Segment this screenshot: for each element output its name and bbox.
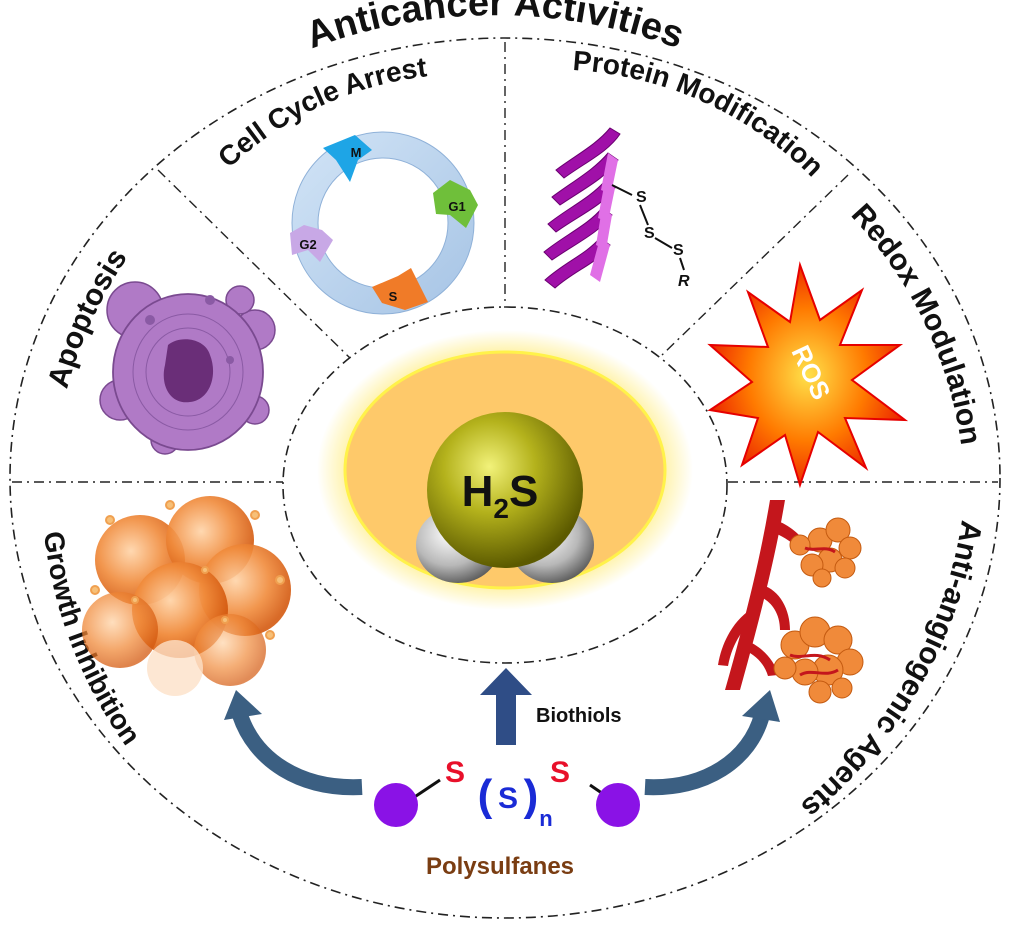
tumor-cluster-icon [82, 496, 291, 696]
svg-text:S: S [445, 756, 465, 789]
h2s-formula: H2S [462, 467, 539, 524]
apoptosis-cell-icon [99, 281, 276, 455]
polysulfanes-label: Polysulfanes [426, 853, 574, 880]
phase-m-arrow: M [323, 135, 372, 182]
protein-helix-icon: S S S R [543, 127, 690, 290]
ros-starburst-icon: ROS [707, 261, 909, 489]
phase-s-arrow: S [372, 268, 428, 310]
diagram-title: Anticancer Activities [301, 0, 690, 57]
svg-text:(: ( [478, 771, 493, 820]
svg-text:G2: G2 [299, 237, 316, 252]
blood-vessel-icon [718, 500, 864, 704]
terminal-atom-left [374, 783, 418, 827]
curved-arrow-left-head [224, 690, 262, 720]
phase-g2-arrow: G2 [290, 225, 333, 262]
svg-text:): ) [524, 771, 539, 820]
curved-arrow-left [232, 712, 363, 796]
svg-text:n: n [539, 806, 552, 831]
svg-text:M: M [351, 145, 362, 160]
polysulfane-structure: S ( S ) n S [374, 756, 640, 831]
svg-text:S: S [389, 289, 398, 304]
sector-dividers [12, 42, 998, 483]
inner-ring [282, 306, 728, 664]
sulfur-atom [427, 412, 583, 568]
svg-text:G1: G1 [448, 199, 465, 214]
h2s-center: H2S [317, 330, 693, 610]
cell-cycle-icon: M G1 S G2 [290, 131, 478, 315]
biothiols-label: Biothiols [536, 705, 622, 727]
biothiols-arrow [480, 668, 532, 745]
svg-text:S: S [498, 782, 518, 815]
svg-text:S: S [644, 225, 655, 242]
curved-arrow-right-head [742, 690, 780, 722]
outer-ring [9, 37, 1001, 919]
curved-arrow-right [644, 712, 770, 796]
svg-text:R: R [678, 273, 690, 290]
phase-g1-arrow: G1 [433, 180, 478, 228]
svg-text:S: S [673, 242, 684, 259]
terminal-atom-right [596, 783, 640, 827]
svg-text:S: S [550, 756, 570, 789]
svg-text:S: S [636, 189, 647, 206]
